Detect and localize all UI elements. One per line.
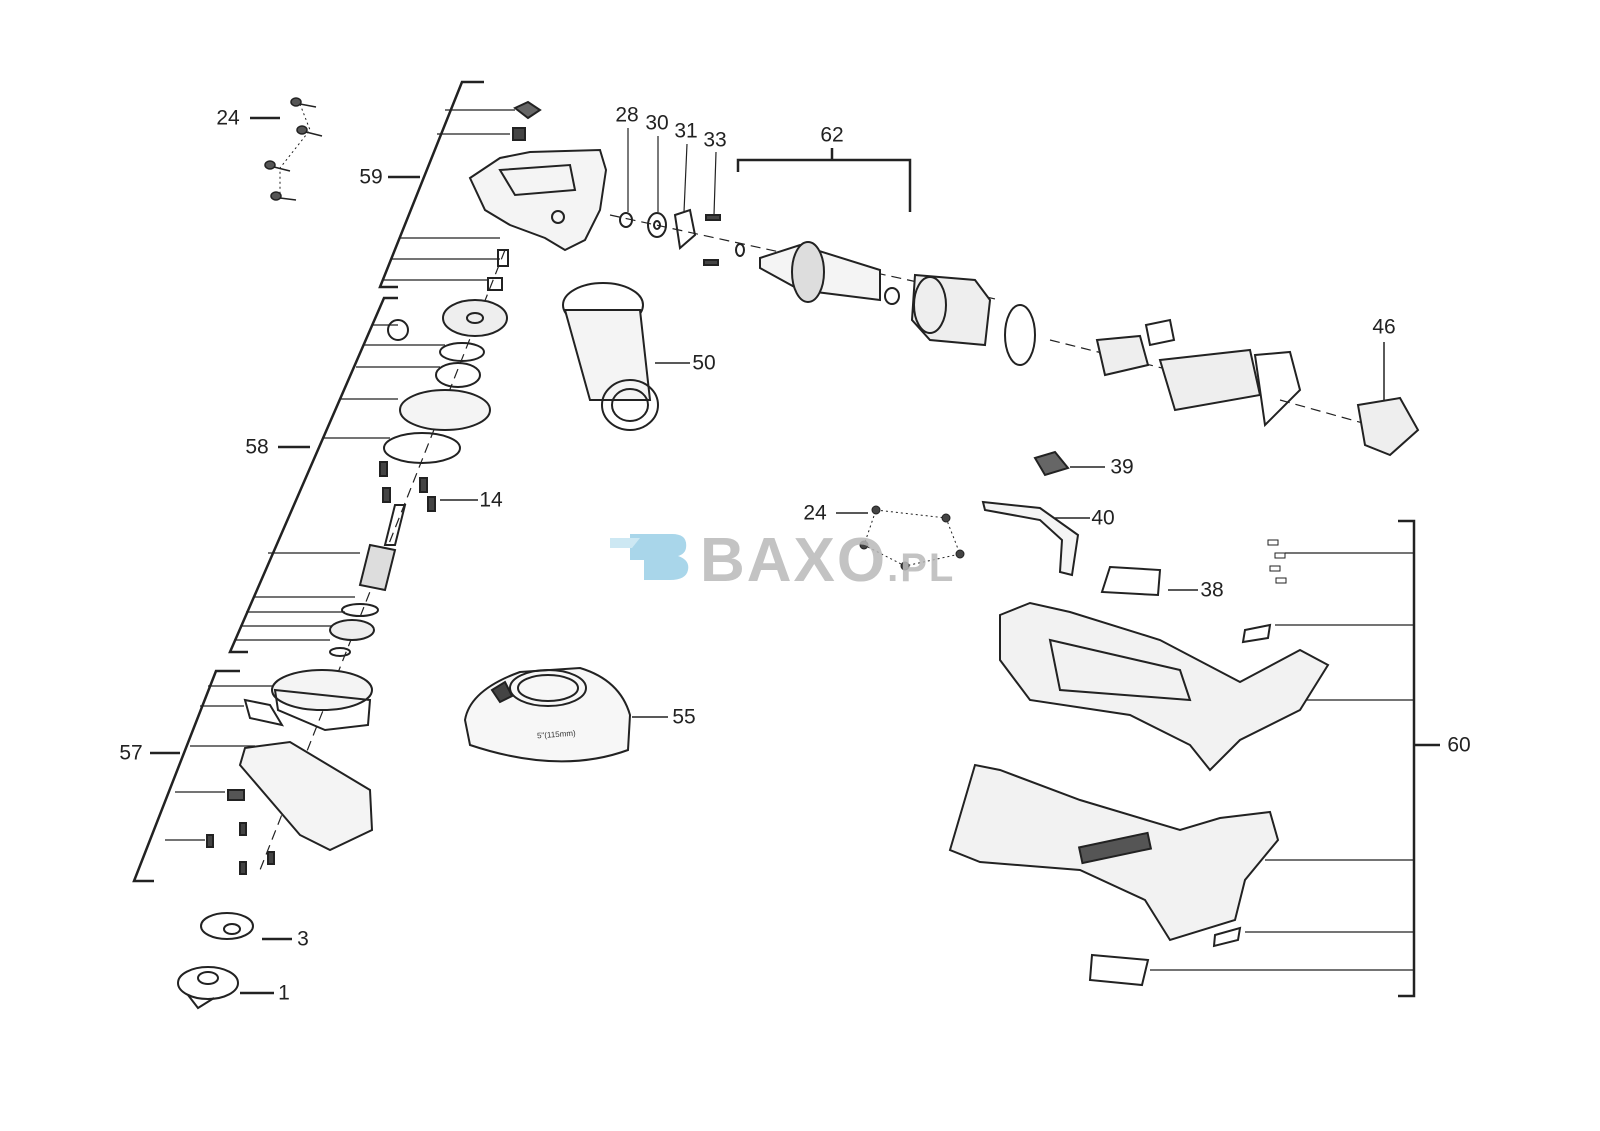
leader-lines	[150, 116, 1385, 995]
callout-24-screws: 24	[216, 106, 240, 130]
screws-24-top	[264, 97, 323, 201]
lock-button-39	[1033, 450, 1070, 477]
housing-60-top	[999, 539, 1330, 772]
callout-3-flange: 3	[297, 927, 309, 951]
callout-58-gearbox: 58	[245, 435, 269, 459]
nut-1	[177, 966, 239, 1010]
gear-housing-59	[468, 100, 608, 291]
callout-57-guard-assembly: 57	[119, 741, 143, 765]
switch-bar-40	[981, 500, 1080, 577]
callout-46-switch: 46	[1372, 315, 1396, 339]
flange-3	[200, 912, 254, 940]
callout-62-armature: 62	[820, 123, 844, 147]
gearbox-58	[329, 299, 508, 657]
callout-38-label: 38	[1200, 578, 1224, 602]
callout-28: 28	[615, 103, 639, 127]
label-38	[1100, 565, 1162, 597]
guard-55	[463, 666, 632, 763]
callout-55-guard: 55	[672, 705, 696, 729]
callout-33: 33	[703, 128, 727, 152]
callout-24-housing-screws: 24	[803, 501, 827, 525]
watermark: BAXO.PL	[700, 525, 955, 596]
callout-14-screws: 14	[479, 488, 503, 512]
callout-30: 30	[645, 111, 669, 135]
guard-57	[206, 669, 374, 875]
screw-links	[279, 103, 961, 567]
callout-40-switch-bar: 40	[1091, 506, 1115, 530]
watermark-logo-icon	[610, 530, 690, 582]
group-brackets	[132, 80, 1440, 998]
side-handle-50	[562, 282, 659, 431]
callout-50-side-handle: 50	[692, 351, 716, 375]
callout-59-gear-housing: 59	[359, 165, 383, 189]
motor-parts	[619, 208, 1302, 428]
callout-60-housing: 60	[1447, 733, 1471, 757]
callout-39-lock-button: 39	[1110, 455, 1134, 479]
switch-46	[1356, 396, 1420, 457]
callout-1-nut: 1	[278, 981, 290, 1005]
watermark-suffix: .PL	[887, 546, 956, 590]
callout-31: 31	[674, 119, 698, 143]
housing-60-bottom	[948, 763, 1280, 987]
screws-24-mid	[859, 505, 965, 571]
watermark-text: BAXO	[700, 526, 888, 595]
